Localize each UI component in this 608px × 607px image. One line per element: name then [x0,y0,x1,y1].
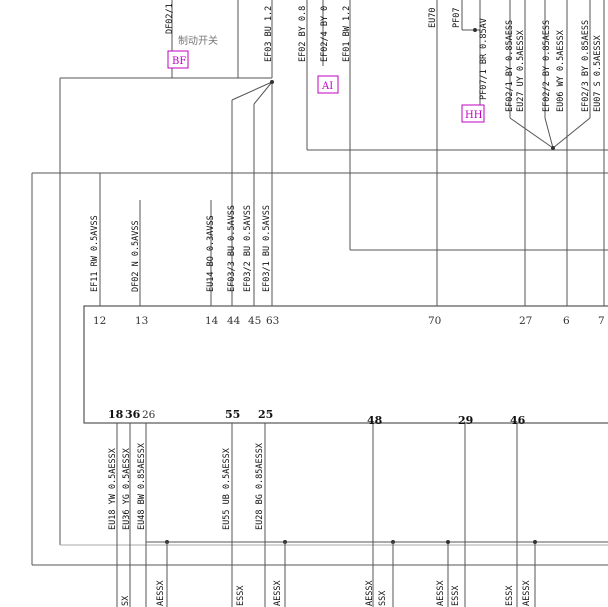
tag-ai: AI [321,81,333,92]
wl-eu48: EU48 BW 0.85AESSX [137,442,147,530]
pin-6: 6 [563,315,570,327]
wl-ef11: EF11 RW 0.5AVSS [90,215,100,292]
wl-eu36: EU36 YG 0.5AESSX [122,447,132,530]
wl-eu55: EU55 UB 0.5AESSX [222,447,232,530]
splice-dot-ef03 [270,80,274,84]
splice-dot-ef02 [551,146,555,150]
cut-label-8: ESSX [451,585,461,606]
pin-27: 27 [519,315,532,327]
pin-14: 14 [205,315,219,327]
wl-ef01-bw: EF01 BW 1.2 [342,6,352,62]
cut-label-9: ESSX [505,585,515,606]
splice-dot-b5 [533,540,537,544]
cut-label-3: ESSX [236,585,246,606]
tag-bf-box [167,50,189,69]
wl-eu27: EU27 UY 0.5AESSX [516,29,526,112]
pin-18: 18 [108,408,124,421]
tag-bf: BF [172,56,186,67]
pin-29: 29 [458,414,473,427]
wl-ef02-2: EF02/2 BY 0.85AESS [542,20,552,112]
cut-label-1: SX [121,595,131,606]
pin-44: 44 [227,315,241,327]
pin-45: 45 [248,315,261,327]
cut-label-10: AESSX [522,580,532,606]
pin-46: 46 [510,414,526,427]
wl-ef02-1: EF02/1 BY 0.85AESS [505,20,515,112]
wire-splice-r3 [552,117,591,149]
wl-ef03-1: EF03/1 BU 0.5AVSS [262,205,272,292]
wire-splice-diag-2 [253,81,273,105]
pin-25: 25 [258,408,273,421]
pin-7: 7 [598,315,605,327]
splice-dot-b4 [446,540,450,544]
wire-splice-diag-1 [231,81,273,101]
wl-df02-1: DF02/1 [165,3,175,34]
wl-pf07: PF07 [452,8,462,28]
brake-switch-label: 制动开关 [178,34,218,47]
pin-12: 12 [93,315,106,327]
cut-label-4: AESSX [273,580,283,606]
wl-pf07-1: PF07/1 BR 0.85AV [479,18,489,100]
wl-df02: DF02 N 0.5AVSS [131,220,141,292]
wl-eu07: EU07 S 0.5AESSX [593,34,603,112]
tag-ai-box [317,75,339,94]
cut-label-6: SSX [378,590,388,606]
cut-label-5: AESSX [365,580,375,606]
pin-63: 63 [266,315,279,327]
wl-ef03-2: EF03/2 BU 0.5AVSS [243,205,253,292]
splice-dot-pf07 [473,28,477,32]
ecu-connector-body [83,305,608,424]
tag-hh: HH [465,110,483,121]
wire-splice-r2 [544,117,554,149]
wl-eu06: EU06 WY 0.5AESSX [556,29,566,112]
wl-eu70: EU70 [428,8,438,28]
wl-ef02-4: EF02/4 BY 0 [320,6,330,62]
wl-ef02-3: EF02/3 BY 0.85AESS [581,20,591,112]
pin-13: 13 [135,315,148,327]
wl-eu18: EU18 YW 0.5AESSX [108,447,118,530]
cut-label-7: AESSX [436,580,446,606]
pin-55: 55 [225,408,240,421]
pin-70: 70 [428,315,441,327]
wl-ef03-bu: EF03 BU 1.2 [264,6,274,62]
pin-36: 36 [125,408,141,421]
tag-hh-box [461,104,485,123]
pin-26: 26 [142,409,156,421]
cut-label-2: AESSX [156,580,166,606]
wl-ef03-3: EF03/3 BU 0.5AVSS [227,205,237,292]
wl-eu14: EU14 BO 0.3AVSS [206,215,216,292]
pin-48: 48 [367,414,383,427]
wl-ef02-by: EF02 BY 0.8 [298,6,308,62]
wl-eu28: EU28 BG 0.85AESSX [255,442,265,530]
wire-splice-r1 [509,117,554,149]
